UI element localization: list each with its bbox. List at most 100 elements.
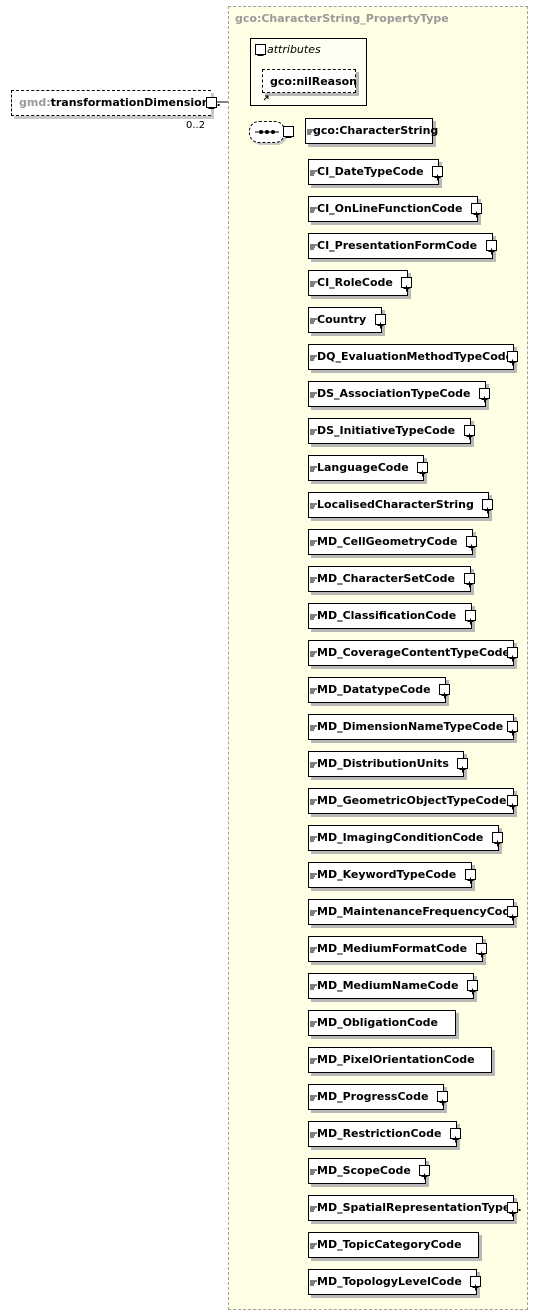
sequence-compositor[interactable] [249,121,285,143]
root-element-box[interactable] [11,90,211,116]
substitution-element-label: MD_CoverageContentTypeCode [317,646,510,659]
substitution-element-box[interactable] [308,196,478,222]
expand-plus-icon[interactable] [507,721,518,736]
expand-plus-icon[interactable] [507,647,518,662]
expand-plus-icon[interactable] [465,869,476,884]
expand-plus-icon[interactable] [486,240,497,255]
sequence-collapse-icon[interactable] [283,126,294,138]
expand-plus-icon[interactable] [507,906,518,921]
attribute-nilreason[interactable] [262,69,356,93]
element-doc-icon [310,642,318,661]
expand-plus-icon[interactable] [507,1202,518,1217]
expand-plus-icon[interactable] [401,277,412,292]
element-doc-icon [310,531,318,550]
element-doc-icon [310,864,318,883]
expand-plus-icon[interactable] [457,758,468,773]
expand-plus-icon[interactable] [464,425,475,440]
substitution-element-label: MD_ProgressCode [317,1090,429,1103]
element-doc-icon [310,753,318,772]
substitution-element-box[interactable] [308,1084,444,1110]
substitution-element-box[interactable] [308,1010,456,1036]
substitution-element-label: MD_MediumNameCode [317,979,459,992]
substitution-element-box[interactable] [308,159,439,185]
expand-plus-icon[interactable] [464,573,475,588]
substitution-element-label: CI_PresentationFormCode [317,239,478,252]
expand-plus-icon[interactable] [479,388,490,403]
substitution-element-box[interactable] [308,1047,492,1073]
substitution-element-label: MD_ClassificationCode [317,609,457,622]
substitution-element-box[interactable] [308,1195,514,1221]
root-element-cardinality: 0..2 [186,120,206,131]
expand-plus-icon[interactable] [471,203,482,218]
element-doc-icon [310,679,318,698]
substitution-element-box[interactable] [308,492,489,518]
substitution-element-label: MD_DatatypeCode [317,683,431,696]
substitution-element-box[interactable] [308,899,514,925]
substitution-element-box[interactable] [308,344,514,370]
substitution-element-box[interactable] [308,307,382,333]
substitution-element-label: MD_ScopeCode [317,1164,411,1177]
element-doc-icon [310,346,318,365]
substitution-element-box[interactable] [308,640,514,666]
element-doc-icon [310,1197,318,1216]
root-collapse-icon[interactable] [206,97,217,109]
substitution-element-box[interactable] [308,936,483,962]
substitution-element-box[interactable] [308,233,493,259]
substitution-element-box[interactable] [308,455,424,481]
expand-plus-icon[interactable] [465,610,476,625]
root-element-name: transformationDimension… [50,96,221,109]
expand-plus-icon[interactable] [450,1128,461,1143]
element-doc-icon [310,901,318,920]
substitution-element-box[interactable] [308,973,474,999]
element-doc-icon [310,1123,318,1142]
expand-plus-icon[interactable] [507,351,518,366]
expand-plus-icon[interactable] [437,1091,448,1106]
expand-plus-icon[interactable] [467,980,478,995]
expand-plus-icon[interactable] [507,795,518,810]
root-element-prefix: gmd: [19,96,51,109]
substitution-element-box[interactable] [308,418,471,444]
substitution-element-box[interactable] [308,825,499,851]
expand-plus-icon[interactable] [432,166,443,181]
substitution-element-label: MD_DistributionUnits [317,757,449,770]
element-doc-icon [310,605,318,624]
attributes-collapse-icon[interactable] [255,44,266,56]
sequence-icon [255,130,279,134]
head-element-box[interactable] [305,118,433,144]
substitution-element-box[interactable] [308,1232,479,1258]
substitution-element-box[interactable] [308,788,514,814]
substitution-element-box[interactable] [308,677,446,703]
expand-plus-icon[interactable] [419,1165,430,1180]
substitution-element-box[interactable] [308,566,471,592]
expand-plus-icon[interactable] [470,1276,481,1291]
substitution-element-label: MD_KeywordTypeCode [317,868,457,881]
element-doc-icon [310,272,318,291]
substitution-element-label: DS_InitiativeTypeCode [317,424,456,437]
element-doc-icon [307,120,315,139]
substitution-element-label: CI_DateTypeCode [317,165,424,178]
substitution-element-label: MD_TopologyLevelCode [317,1275,462,1288]
substitution-element-box[interactable] [308,1269,477,1295]
substitution-element-label: DQ_EvaluationMethodTypeCode [317,350,514,363]
expand-plus-icon[interactable] [476,943,487,958]
substitution-element-box[interactable] [308,381,486,407]
substitution-element-box[interactable] [308,270,408,296]
substitution-element-label: MD_SpatialRepresentationType… [317,1201,522,1214]
substitution-element-label: CI_RoleCode [317,276,393,289]
substitution-element-box[interactable] [308,529,473,555]
element-doc-icon [310,827,318,846]
substitution-element-box[interactable] [308,751,464,777]
element-doc-icon [310,938,318,957]
substitution-element-label: DS_AssociationTypeCode [317,387,471,400]
element-doc-icon [310,716,318,735]
substitution-element-label: MD_GeometricObjectTypeCode [317,794,507,807]
expand-plus-icon[interactable] [375,314,386,329]
attribute-name: gco:nilReason [270,75,358,88]
substitution-element-label: MD_CharacterSetCode [317,572,456,585]
expand-plus-icon[interactable] [439,684,450,699]
expand-plus-icon[interactable] [466,536,477,551]
substitution-element-box[interactable] [308,603,472,629]
expand-plus-icon[interactable] [492,832,503,847]
expand-plus-icon[interactable] [482,499,493,514]
expand-plus-icon[interactable] [417,462,428,477]
